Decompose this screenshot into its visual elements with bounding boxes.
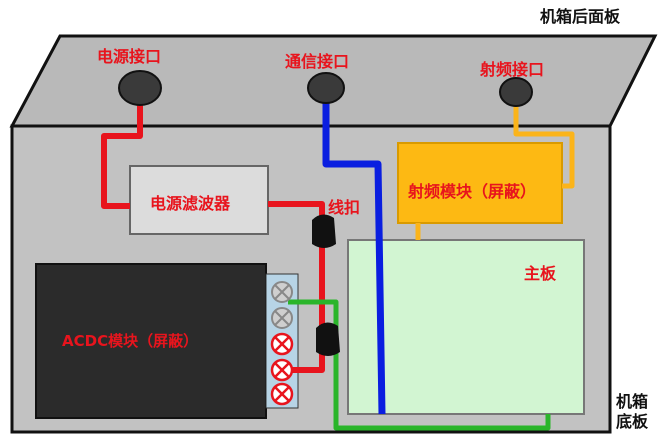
cable-clip-icon: [316, 322, 340, 356]
main-board-label: 主板: [524, 264, 557, 283]
back-panel-label: 机箱后面板: [540, 7, 621, 26]
terminal-screw-icon: [271, 307, 293, 329]
ground-wire: [288, 299, 551, 431]
terminal-screw-icon: [270, 382, 294, 406]
power-port-icon: [118, 70, 162, 106]
rf-module: [397, 142, 563, 224]
rf-module-label: 射频模块（屏蔽）: [408, 182, 537, 201]
chassis-bottom-label: 机箱 底板: [616, 392, 648, 432]
comm-port-label: 通信接口: [285, 52, 350, 71]
chassis-bottom-label-line1: 机箱: [616, 392, 649, 411]
main-board: [347, 239, 585, 415]
power-wire-input: [101, 100, 143, 209]
rf-wire: [513, 104, 575, 189]
terminal-screw-icon: [271, 281, 293, 303]
acdc-module-label: ACDC模块（屏蔽）: [62, 332, 199, 350]
power-wire-output: [268, 201, 325, 373]
cable-clip-icon: [312, 214, 336, 248]
comm-wire: [322, 100, 386, 415]
cable-clip-label: 线扣: [328, 198, 361, 217]
acdc-module: [35, 263, 267, 419]
power-filter-label: 电源滤波器: [150, 194, 231, 213]
rf-port-icon: [499, 77, 533, 107]
terminal-screw-icon: [270, 332, 294, 356]
terminal-screw-icon: [270, 358, 294, 382]
comm-port-icon: [307, 72, 345, 104]
chassis-bottom-label-line2: 底板: [616, 412, 649, 431]
power-port-label: 电源接口: [97, 47, 162, 66]
power-filter: [129, 165, 269, 235]
rf-port-label: 射频接口: [480, 60, 545, 79]
